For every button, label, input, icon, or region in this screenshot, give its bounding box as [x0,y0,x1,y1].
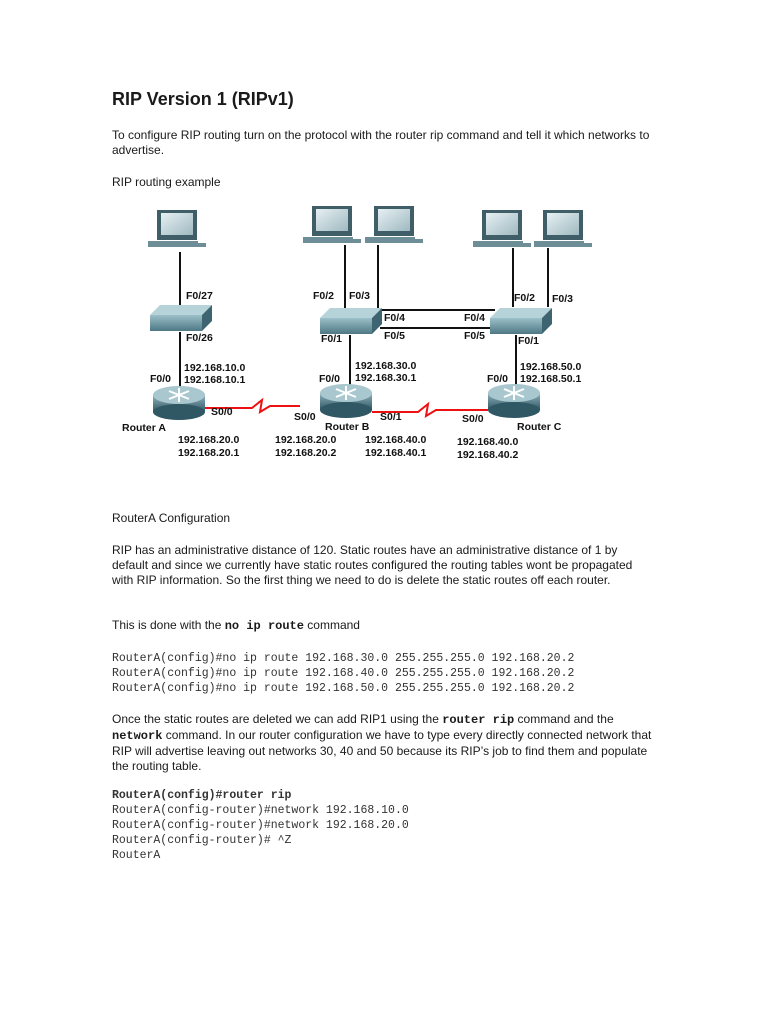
port-label: F0/5 [384,330,405,342]
switch-icon [320,308,382,334]
page-title: RIP Version 1 (RIPv1) [112,89,294,109]
inline-command: router rip [442,713,515,727]
code-line: RouterA(config)#no ip route 192.168.40.0… [112,667,575,680]
port-label: F0/2 [514,292,535,304]
ip-label: 192.168.10.1 [184,374,245,386]
router-icon [320,384,372,418]
port-label: F0/27 [186,290,213,302]
no-ip-route-paragraph: This is done with the no ip route comman… [112,618,360,633]
ethernet-links [179,245,549,392]
ip-label: 192.168.20.1 [178,447,239,459]
ip-label: 192.168.50.0 [520,361,581,373]
port-label: F0/2 [313,290,334,302]
intro-paragraph: To configure RIP routing turn on the pro… [112,128,650,157]
ip-label: 192.168.40.0 [457,436,518,448]
port-label: F0/1 [321,333,342,345]
pc-icon [148,210,206,247]
ip-label: 192.168.20.0 [178,434,239,446]
pc-icon [534,210,592,247]
router-icon [153,386,205,420]
port-label: S0/0 [462,413,484,425]
ip-label: 192.168.10.0 [184,362,245,374]
code-line: RouterA(config-router)# ^Z [112,834,292,847]
ip-label: 192.168.20.0 [275,434,336,446]
port-label: F0/4 [464,312,485,324]
switch-icon [490,308,552,334]
port-label: S0/1 [380,411,402,423]
port-label: F0/0 [319,373,340,385]
code-line: RouterA(config)#no ip route 192.168.30.0… [112,652,575,665]
code-block-remove-static: RouterA(config)#no ip route 192.168.30.0… [112,651,574,696]
serial-links [205,397,488,418]
ip-label: 192.168.30.0 [355,360,416,372]
code-line: RouterA(config)#router rip [112,789,292,802]
inline-command: no ip route [224,619,304,633]
switch-icon [150,305,212,331]
port-label: S0/0 [211,406,233,418]
pc-icon [365,206,423,243]
inline-command: network [112,729,163,743]
ip-label: 192.168.20.2 [275,447,336,459]
port-label: F0/3 [552,293,573,305]
ip-label: 192.168.50.1 [520,373,581,385]
router-label: Router A [122,422,166,434]
port-label: F0/3 [349,290,370,302]
port-label: F0/26 [186,332,213,344]
pc-icon [473,210,531,247]
router-label: Router B [325,421,370,433]
ip-label: 192.168.30.1 [355,372,416,384]
ip-label: 192.168.40.0 [365,434,426,446]
pc-icon [303,206,361,243]
router-icon [488,384,540,418]
port-label: S0/0 [294,411,316,423]
section-heading: RouterA Configuration [112,511,231,525]
port-label: F0/0 [150,373,171,385]
ip-label: 192.168.40.2 [457,449,518,461]
code-line: RouterA(config-router)#network 192.168.1… [112,804,409,817]
port-label: F0/5 [464,330,485,342]
code-line: RouterA(config)#no ip route 192.168.50.0… [112,682,575,695]
port-label: F0/1 [518,335,539,347]
port-label: F0/0 [487,373,508,385]
example-label: RIP routing example [112,175,221,189]
rip-config-paragraph: Once the static routes are deleted we ca… [112,712,652,773]
ip-label: 192.168.40.1 [365,447,426,459]
router-label: Router C [517,421,562,433]
code-line: RouterA(config-router)#network 192.168.2… [112,819,409,832]
code-block-router-rip: RouterA(config)#router rip RouterA(confi… [112,788,409,863]
port-label: F0/4 [384,312,405,324]
code-line: RouterA [112,849,161,862]
static-routes-paragraph: RIP has an administrative distance of 12… [112,543,633,587]
